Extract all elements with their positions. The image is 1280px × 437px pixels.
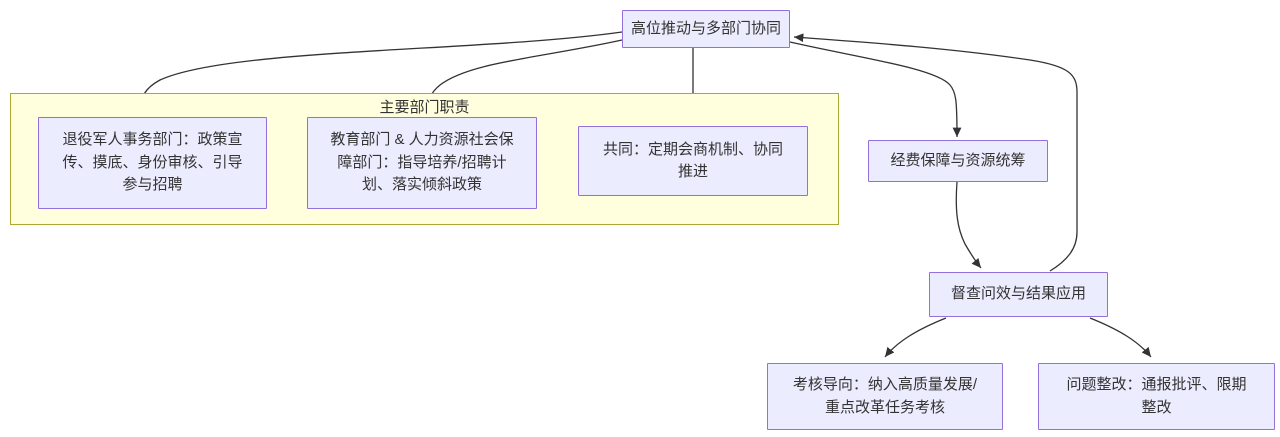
edge-supervision-to-rectification: [1089, 317, 1152, 358]
edge-supervision-to-top: [793, 33, 1078, 272]
cluster-title: 主要部门职责: [379, 99, 470, 116]
edge-top-to-veteran: [135, 31, 623, 111]
edge-supervision-to-assessment: [884, 317, 947, 358]
node-assessment-orientation: 考核导向：纳入高质量发展/ 重点改革任务考核: [767, 363, 1003, 430]
node-high-level-coordination: 高位推动与多部门协同: [622, 10, 790, 48]
node-education-hr-dept: 教育部门 & 人力资源社会保 障部门：指导培养/招聘计 划、落实倾斜政策: [307, 117, 537, 209]
node-veteran-affairs-dept: 退役军人事务部门：政策宣 传、摸底、身份审核、引导 参与招聘: [38, 117, 267, 209]
node-problem-rectification: 问题整改：通报批评、限期 整改: [1038, 363, 1275, 430]
edge-funding-to-supervision: [955, 181, 982, 269]
edge-top-to-funding: [789, 41, 962, 138]
node-supervision-results: 督查问效与结果应用: [929, 272, 1108, 317]
node-joint-mechanism: 共同：定期会商机制、协同 推进: [578, 126, 808, 196]
node-funding-resources: 经费保障与资源统筹: [868, 140, 1048, 182]
